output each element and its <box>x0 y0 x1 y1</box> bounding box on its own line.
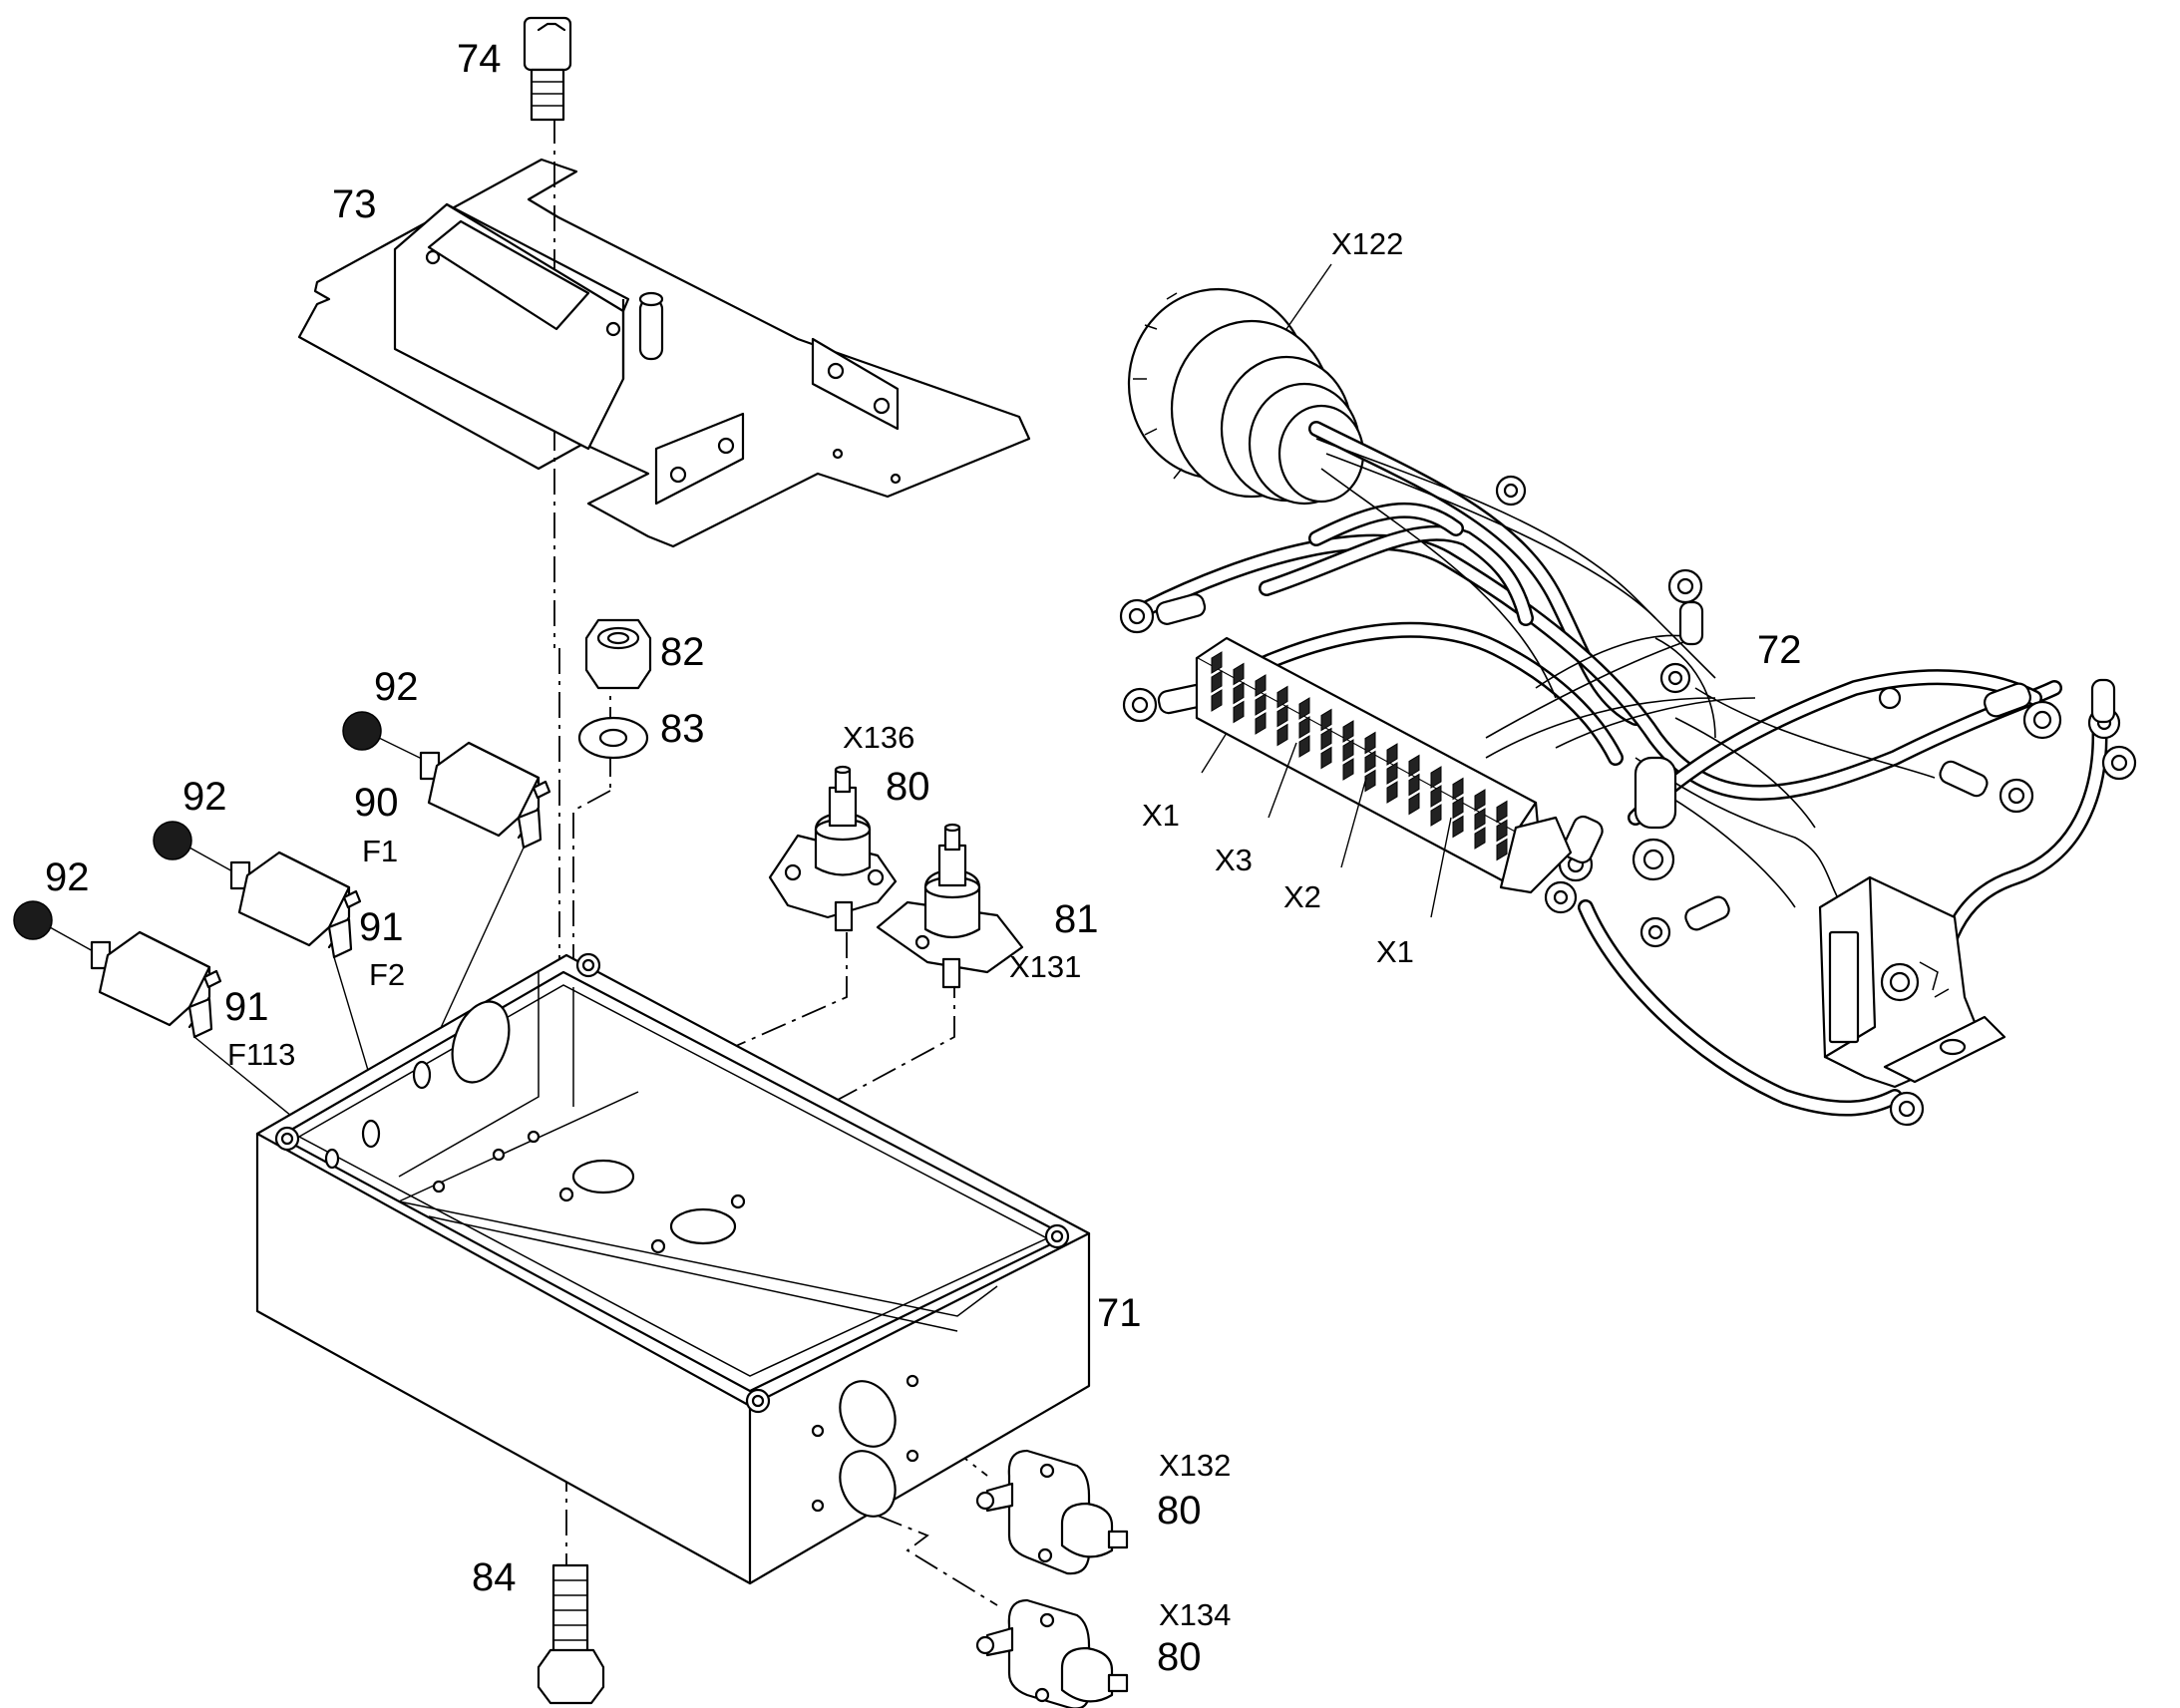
terminal-slot <box>1211 651 1223 674</box>
terminal-slot <box>1474 827 1486 850</box>
terminal-slot <box>1452 815 1464 839</box>
terminal-slot <box>1386 743 1398 766</box>
fuse-holder-f113 <box>13 900 222 1039</box>
terminal-slot <box>1320 708 1332 732</box>
label-x134: X134 <box>1159 1597 1231 1632</box>
label-82: 82 <box>660 630 705 674</box>
socket-x136 <box>768 765 898 932</box>
fuse-holder-f1 <box>342 711 551 850</box>
label-71: 71 <box>1097 1291 1142 1335</box>
label-74: 74 <box>457 37 502 81</box>
label-91-f113: 91 <box>224 985 269 1029</box>
terminal-slot <box>1408 792 1420 816</box>
terminal-slot <box>1474 789 1486 812</box>
terminal-slot <box>1233 662 1245 686</box>
terminal-slot <box>1298 735 1310 758</box>
label-x136: X136 <box>843 720 914 755</box>
label-f1: F1 <box>362 834 398 868</box>
label-f2: F2 <box>369 957 405 992</box>
terminal-slot <box>1386 781 1398 804</box>
label-x1-right: X1 <box>1376 934 1414 969</box>
wiring-harness-72 <box>1119 287 2137 1127</box>
terminal-slot <box>1211 689 1223 712</box>
terminal-slot <box>1298 716 1310 739</box>
terminal-slot <box>1298 697 1310 720</box>
cap-screw-74 <box>523 16 572 122</box>
socket-x131 <box>876 823 1024 989</box>
terminal-slot <box>1452 796 1464 820</box>
label-x3: X3 <box>1215 843 1253 877</box>
label-92-f113: 92 <box>45 855 90 899</box>
label-72: 72 <box>1757 628 1802 672</box>
label-x2: X2 <box>1283 879 1321 914</box>
label-80-x134: 80 <box>1157 1635 1202 1679</box>
terminal-slot <box>1233 681 1245 705</box>
terminal-block <box>1195 636 1573 894</box>
terminal-slot <box>1430 804 1442 827</box>
terminal-slot <box>1211 670 1223 693</box>
label-90: 90 <box>354 781 399 825</box>
terminal-slot <box>1364 750 1376 774</box>
connector-x122 <box>1127 287 1365 506</box>
label-x122: X122 <box>1331 226 1403 261</box>
terminal-slot <box>1452 777 1464 801</box>
label-73: 73 <box>332 182 377 226</box>
washer-83 <box>577 716 649 760</box>
label-x132: X132 <box>1159 1448 1231 1483</box>
terminal-slot <box>1364 731 1376 755</box>
terminal-slot <box>1408 773 1420 797</box>
terminal-slot <box>1276 685 1288 709</box>
part-labels: 74 73 82 83 92 90 F1 92 91 F2 92 91 F113… <box>45 37 1802 1679</box>
bracket-73 <box>297 158 1031 548</box>
terminal-slot <box>1342 720 1354 743</box>
nut-82 <box>584 618 652 690</box>
label-84: 84 <box>472 1555 517 1599</box>
terminal-slot <box>1320 746 1332 770</box>
relay-switch <box>1818 875 2006 1089</box>
terminal-slot <box>1276 704 1288 728</box>
terminal-slot <box>1364 769 1376 793</box>
label-92-f1: 92 <box>374 665 419 709</box>
harness-leader-lines <box>1201 263 1452 918</box>
label-80-x132: 80 <box>1157 1489 1202 1533</box>
terminal-slot <box>1386 762 1398 785</box>
terminal-slot <box>1430 785 1442 808</box>
terminal-slot <box>1276 723 1288 747</box>
terminal-slot <box>1320 727 1332 751</box>
label-92-f2: 92 <box>182 775 227 819</box>
terminal-slot <box>1233 700 1245 724</box>
label-91-f2: 91 <box>359 905 404 949</box>
terminal-slot <box>1496 800 1508 824</box>
terminal-slot <box>1408 754 1420 778</box>
terminal-slot <box>1430 766 1442 789</box>
label-x131: X131 <box>1009 949 1081 984</box>
socket-x134 <box>975 1598 1129 1708</box>
terminal-slot <box>1255 674 1267 697</box>
label-80-x136: 80 <box>886 765 930 809</box>
terminal-slots <box>1211 651 1508 861</box>
terminal-slot <box>1342 758 1354 781</box>
fuse-holder-f2 <box>153 821 362 959</box>
terminal-slot <box>1342 739 1354 762</box>
socket-x132 <box>975 1449 1129 1575</box>
terminal-slot <box>1474 808 1486 831</box>
terminal-slot <box>1255 693 1267 716</box>
enclosure-71 <box>255 952 1091 1585</box>
label-83: 83 <box>660 707 705 751</box>
ring-terminals <box>1119 475 2137 1127</box>
terminal-slot <box>1255 712 1267 735</box>
terminal-slot <box>1496 819 1508 843</box>
label-x1-left: X1 <box>1142 798 1180 833</box>
label-81: 81 <box>1054 897 1099 941</box>
label-f113: F113 <box>227 1037 295 1072</box>
bolt-84 <box>537 1563 605 1705</box>
terminal-slot <box>1496 838 1508 861</box>
